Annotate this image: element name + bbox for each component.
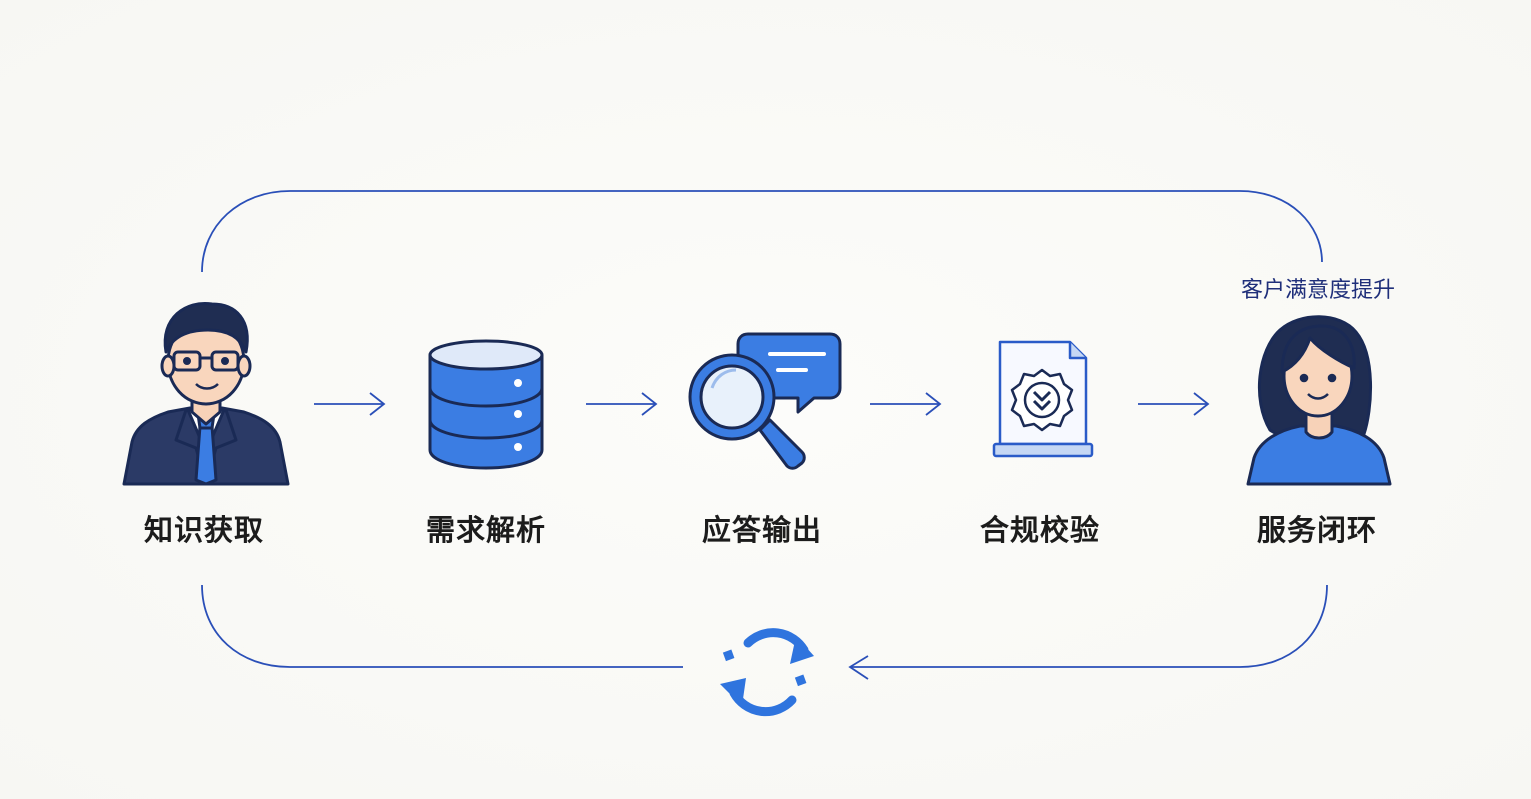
step-label-3: 应答输出 <box>701 513 822 547</box>
magnifier-chat-icon <box>688 332 842 470</box>
step-label-1: 知识获取 <box>143 513 264 547</box>
arrow-2 <box>586 392 658 416</box>
arrow-3 <box>870 392 942 416</box>
top-loop-line <box>201 190 1323 273</box>
refresh-arrowheads <box>720 636 814 706</box>
step-label-4: 合规校验 <box>979 513 1100 547</box>
bottom-loop-line <box>201 584 683 668</box>
businessman-icon <box>122 301 290 486</box>
refresh-dot-left <box>722 649 735 662</box>
customer-woman-icon <box>1246 315 1392 486</box>
certified-document-icon <box>992 340 1094 458</box>
arrow-4 <box>1138 392 1210 416</box>
database-icon <box>428 339 544 470</box>
satisfaction-annotation: 客户满意度提升 <box>1240 278 1395 303</box>
step-label-2: 需求解析 <box>425 513 546 547</box>
arrow-1 <box>314 392 386 416</box>
bottom-arrowhead-icon <box>848 655 869 680</box>
refresh-dot-right <box>794 674 807 687</box>
bottom-loop-line-right <box>850 584 1328 668</box>
step-label-5: 服务闭环 <box>1256 513 1377 547</box>
